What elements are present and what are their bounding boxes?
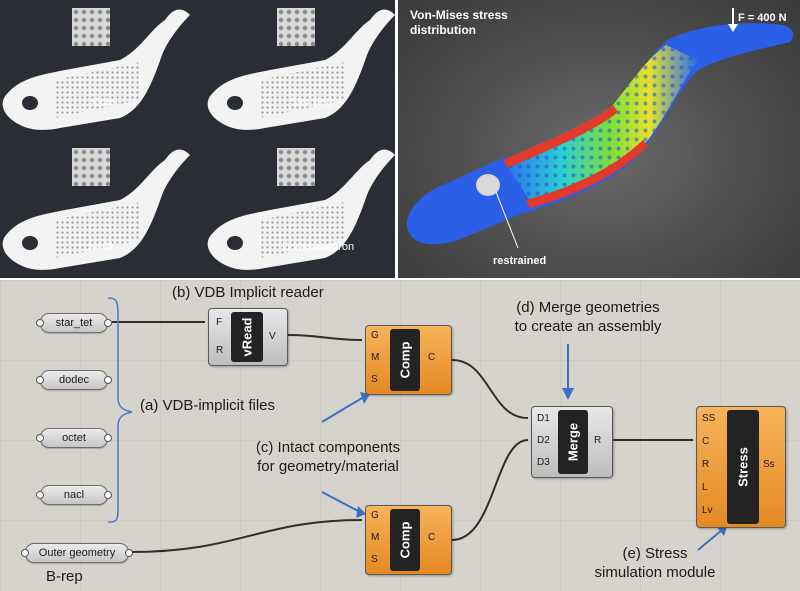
comp-top-component[interactable]: G M S Comp C [365,325,452,395]
annotation-stress-module: (e) Stress simulation module [560,544,750,582]
merge-output-r: R [594,435,602,446]
label-octet: Octet [92,96,119,108]
section-divider [0,278,800,280]
vread-core: vRead [231,312,263,362]
annotation-vdb-reader: (b) VDB Implicit reader [172,284,324,301]
merge-input-d2: D2 [537,435,550,446]
annotation-intact-line1: (c) Intact components [255,439,401,456]
stress-input-lv: Lv [702,505,713,516]
bracket-nacl [2,148,190,270]
comp-bottom-component[interactable]: G M S Comp C [365,505,452,575]
vread-input-r: R [216,345,224,356]
vread-input-f: F [216,317,223,328]
merge-component[interactable]: D1 D2 D3 Merge R [531,406,613,478]
stress-core: Stress [727,410,759,524]
comp-bottom-input-g: G [371,510,379,521]
vread-component[interactable]: F R vRead V [208,308,288,366]
annotation-intact-components: (c) Intact components for geometry/mater… [228,438,428,476]
stress-input-r: R [702,459,710,470]
annotation-stress-line1: (e) Stress [622,545,688,562]
comp-bottom-input-m: M [371,532,380,543]
label-dodecahedron: Dodecahedron [282,241,355,253]
merge-core: Merge [558,410,588,474]
stress-input-ss: SS [702,413,716,424]
node-editor-canvas[interactable]: star_tet dodec octet nacl Outer geometry… [0,280,800,591]
bracket-star-tet [207,8,395,130]
lattice-renders [2,8,395,270]
stress-component[interactable]: SS C R L Lv Stress Ss [696,406,786,528]
param-octet[interactable]: octet [36,428,112,448]
annotation-merge-geometries: (d) Merge geometries to create an assemb… [488,298,688,336]
stress-input-c: C [702,436,710,447]
comp-bottom-name: Comp [397,521,413,559]
stress-distribution-panel: Von-Mises stress distribution F = 400 N … [398,0,800,278]
label-star-tet: Star (tet) [290,96,333,108]
stress-name: Stress [735,447,751,487]
annotation-merge-line1: (d) Merge geometries [516,299,660,316]
comp-bottom-input-s: S [371,554,378,565]
label-nacl: NaCl [88,241,113,253]
comp-top-input-s: S [371,374,378,385]
restrained-label: restrained [493,255,547,267]
vread-name: vRead [239,317,255,357]
merge-input-d1: D1 [537,413,550,424]
merge-name: Merge [565,422,581,462]
annotation-brep: B-rep [46,568,83,585]
comp-top-input-m: M [371,352,380,363]
param-dodec[interactable]: dodec [36,370,112,390]
panel-divider [395,0,398,278]
comp-bottom-core: Comp [390,509,420,571]
stress-title: Von-Mises stress distribution [410,8,508,37]
annotation-vdb-files: (a) VDB-implicit files [140,397,276,414]
comp-top-input-g: G [371,330,379,341]
param-nacl[interactable]: nacl [36,485,112,505]
vread-output-v: V [269,331,276,342]
annotation-stress-line2: simulation module [594,564,716,581]
bracket-dodecahedron [207,148,395,270]
wires [107,297,728,553]
param-star-tet[interactable]: star_tet [36,313,112,333]
force-label: F = 400 N [738,12,787,24]
annotation-merge-line2: to create an assembly [514,318,662,335]
bracket-octet [2,8,190,130]
lattice-variants-panel: Octet Star (tet) NaCl Dodecahedron [0,0,395,278]
stress-output-ss: Ss [763,459,775,470]
merge-input-d3: D3 [537,457,550,468]
comp-bottom-output-c: C [428,532,436,543]
comp-top-output-c: C [428,352,436,363]
annotation-intact-line2: for geometry/material [257,458,399,475]
comp-top-core: Comp [390,329,420,391]
param-outer-geometry[interactable]: Outer geometry [21,543,133,563]
stress-render [407,8,794,249]
stress-input-l: L [702,482,708,493]
comp-top-name: Comp [397,341,413,379]
